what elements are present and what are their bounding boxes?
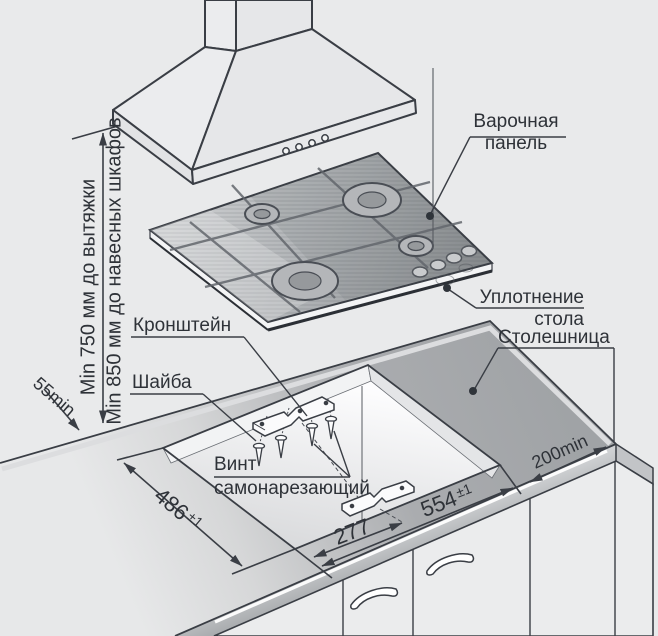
dimension-lines	[43, 125, 607, 579]
dim-line-55	[43, 388, 80, 431]
hood-chimney	[204, 0, 237, 52]
leader-dot	[443, 284, 451, 292]
dim-line-554	[321, 487, 514, 567]
label-seal-line1: Уплотнение	[479, 287, 584, 308]
control-knobs	[411, 245, 478, 286]
hood-rim	[191, 99, 417, 185]
label-bracket: Кронштейн	[133, 315, 232, 336]
dim-line-486	[123, 462, 243, 567]
gas-cooktop	[147, 151, 494, 332]
mounting-bracket	[252, 396, 335, 437]
label-washer: Шайба	[132, 372, 192, 393]
cooktop-seal-strip	[267, 269, 493, 332]
extension-line	[294, 548, 333, 579]
label-panel-line2: панель	[484, 133, 548, 154]
leader-dot	[469, 387, 477, 395]
dim-min850: Min 850 мм до навесных шкафов	[103, 117, 126, 425]
countertop-back-chamfer	[1, 325, 612, 472]
hood-button	[282, 134, 329, 155]
label-countertop: Столешница	[498, 327, 610, 348]
burner	[244, 182, 434, 301]
worktop-cutout	[161, 363, 502, 551]
label-panel: Варочная панель	[460, 111, 572, 155]
label-seal: Уплотнение стола	[462, 287, 584, 331]
label-screw: Винт самонарезающий	[214, 454, 370, 500]
extension-line	[499, 464, 522, 495]
leader-dot	[426, 212, 434, 220]
extension-line	[116, 447, 164, 461]
range-hood	[112, 0, 417, 185]
self-tapping-screw	[252, 415, 338, 467]
dim-min750: Min 750 мм до вытяжки	[77, 178, 100, 396]
door-handle	[350, 587, 399, 610]
dim-line-200	[529, 446, 607, 483]
label-seal-line2: стола	[534, 309, 584, 330]
label-screw-line1: Винт	[214, 454, 257, 475]
label-screw-line2: самонарезающий	[214, 478, 370, 499]
label-panel-line1: Варочная	[473, 111, 559, 132]
extension-line	[231, 548, 296, 575]
extension-line	[71, 125, 119, 140]
